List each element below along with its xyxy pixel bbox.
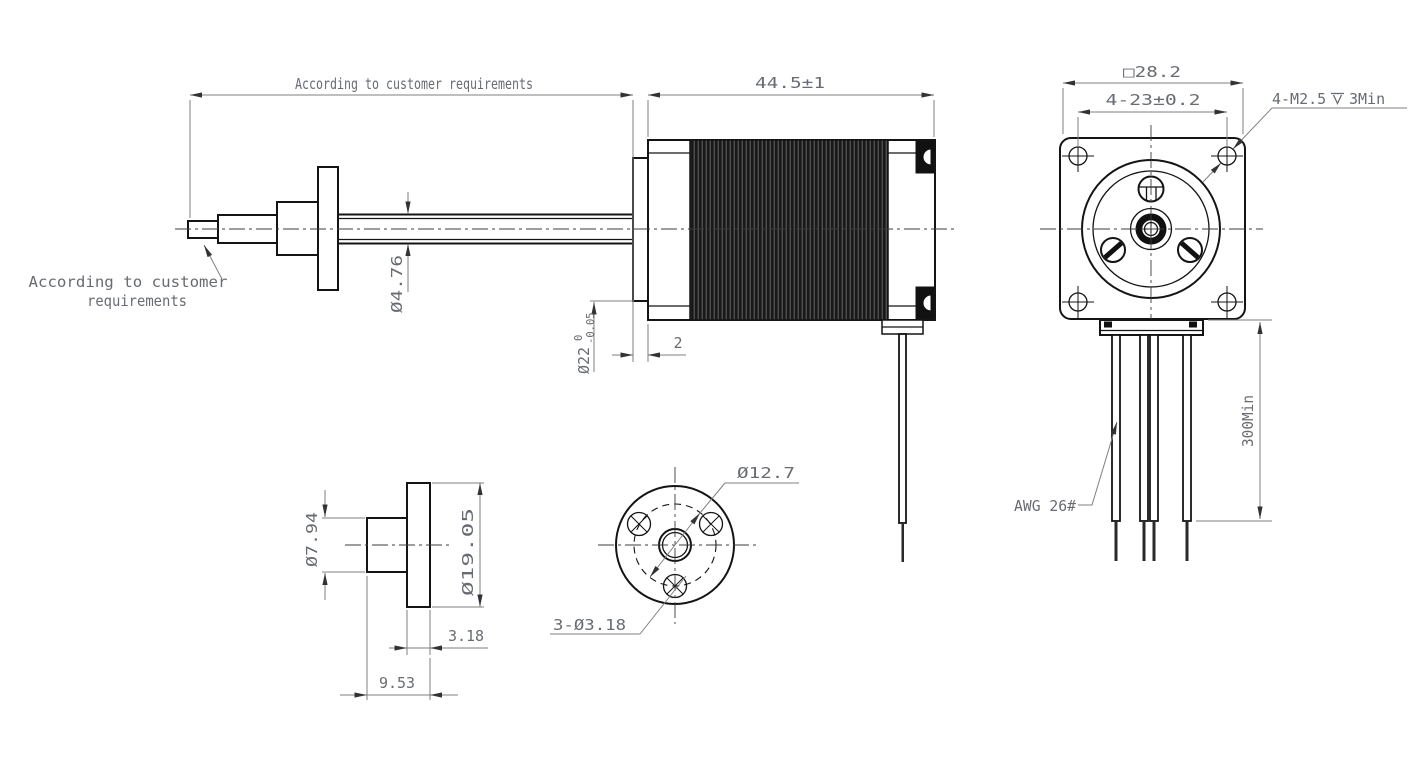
dim-nut-flange-diameter-text: Ø19.05 bbox=[459, 508, 477, 596]
lamination-stack bbox=[689, 139, 889, 321]
rear-endcap-tab-bottom bbox=[915, 286, 935, 320]
lead-wire-2 bbox=[1139, 334, 1149, 522]
dim-mount-spacing: 4-23±0.2 bbox=[1077, 91, 1228, 147]
nut-front-view: Ø12.7 3-Ø3.18 bbox=[550, 464, 799, 635]
dim-nut-flange-thickness: 3.18 bbox=[389, 610, 488, 655]
dim-screw-diameter-text: Ø4.76 bbox=[388, 255, 406, 313]
wire-tip-1 bbox=[1114, 521, 1118, 561]
dim-pilot-tol-upper: 0 bbox=[573, 335, 585, 341]
dim-nut-boss-diameter: Ø7.94 bbox=[303, 490, 365, 600]
wire-boss-post-left bbox=[1104, 321, 1112, 328]
dim-pilot-diameter-text: Ø22 bbox=[575, 347, 593, 374]
dim-body-length-text: 44.5±1 bbox=[755, 74, 825, 92]
dim-mount-spacing-text: 4-23±0.2 bbox=[1106, 91, 1201, 109]
dim-pilot-thickness: 2 bbox=[612, 324, 686, 362]
front-view: □28.2 4-23±0.2 4-M2.5 3Min bbox=[1014, 63, 1407, 561]
callout-nut-holes-leader bbox=[639, 575, 687, 635]
callout-nut-holes-text: 3-Ø3.18 bbox=[553, 616, 626, 634]
wire-exit-boss-front bbox=[1099, 319, 1204, 336]
nut-side-view: Ø7.94 Ø19.05 3.18 9.53 bbox=[303, 482, 488, 700]
callout-nut-holes: 3-Ø3.18 bbox=[550, 575, 687, 635]
lead-wire-3 bbox=[1149, 334, 1159, 522]
wire-tip-4 bbox=[1185, 521, 1189, 561]
dim-bolt-circle-text: Ø12.7 bbox=[737, 464, 795, 482]
corner-hole-bottom-right bbox=[1211, 286, 1243, 318]
dim-nut-overall-length-text: 9.53 bbox=[379, 674, 415, 692]
dim-frame-size-text: □28.2 bbox=[1123, 63, 1181, 81]
rear-endcap-tab-top bbox=[915, 140, 935, 174]
lead-screw bbox=[338, 213, 633, 245]
motor-wire-side bbox=[898, 333, 907, 524]
dim-body-length: 44.5±1 bbox=[647, 74, 935, 137]
nut-flange-disc bbox=[317, 166, 339, 291]
dim-nut-overall-length: 9.53 bbox=[340, 576, 458, 700]
dim-custom-length: According to customer requirements bbox=[189, 75, 634, 362]
lead-wire-1 bbox=[1111, 334, 1121, 522]
wire-tip-side bbox=[901, 523, 904, 562]
label-wire-gauge-text: AWG 26# bbox=[1014, 497, 1076, 515]
dim-pilot-diameter: Ø22 0 -0.05 bbox=[573, 300, 634, 374]
note-shaft-tip: According to customer requirements bbox=[29, 244, 228, 310]
dim-pilot-tol-lower: -0.05 bbox=[585, 312, 597, 344]
callout-mount-thread: 4-M2.5 3Min bbox=[1202, 90, 1407, 183]
label-wire-gauge-leader bbox=[1078, 421, 1118, 506]
note-shaft-tip-line1: According to customer bbox=[29, 273, 228, 291]
front-pilot-boss bbox=[632, 157, 649, 302]
wire-tip-3 bbox=[1152, 521, 1156, 561]
note-shaft-tip-line2: requirements bbox=[87, 292, 187, 310]
dim-nut-flange-diameter: Ø19.05 bbox=[432, 482, 484, 608]
note-shaft-tip-leader bbox=[203, 244, 223, 280]
dim-frame-size: □28.2 bbox=[1062, 63, 1244, 134]
callout-mount-thread-depth: 3Min bbox=[1349, 90, 1385, 108]
callout-mount-thread-leader bbox=[1232, 107, 1273, 150]
dim-lead-length: 300Min bbox=[1196, 319, 1272, 522]
lead-wire-4 bbox=[1182, 334, 1192, 522]
shaft-tip bbox=[187, 220, 219, 239]
screw-lower-right bbox=[1177, 237, 1203, 263]
motor-leads bbox=[1111, 334, 1192, 561]
dim-lead-length-text: 300Min bbox=[1239, 395, 1257, 447]
dim-bolt-circle: Ø12.7 bbox=[649, 464, 799, 578]
label-wire-gauge: AWG 26# bbox=[1014, 421, 1118, 515]
corner-hole-bottom-left bbox=[1062, 286, 1094, 318]
dim-nut-flange-thickness-text: 3.18 bbox=[448, 627, 484, 645]
wire-tip-2 bbox=[1142, 521, 1146, 561]
wire-boss-post-right bbox=[1189, 321, 1197, 328]
dim-custom-length-text: According to customer requirements bbox=[295, 75, 533, 93]
dim-pilot-thickness-text: 2 bbox=[673, 334, 682, 352]
nut-hole-upper-left bbox=[626, 511, 652, 537]
dim-screw-diameter: Ø4.76 bbox=[388, 192, 411, 313]
callout-mount-thread-prefix: 4-M2.5 bbox=[1272, 90, 1326, 108]
nut-body bbox=[276, 201, 319, 256]
side-view: According to customer requirements 44.5±… bbox=[29, 74, 958, 562]
screw-lower-left bbox=[1100, 237, 1126, 263]
dim-nut-boss-diameter-text: Ø7.94 bbox=[303, 512, 321, 567]
nut-hole-upper-right bbox=[698, 511, 724, 537]
depth-symbol-icon bbox=[1331, 92, 1344, 106]
